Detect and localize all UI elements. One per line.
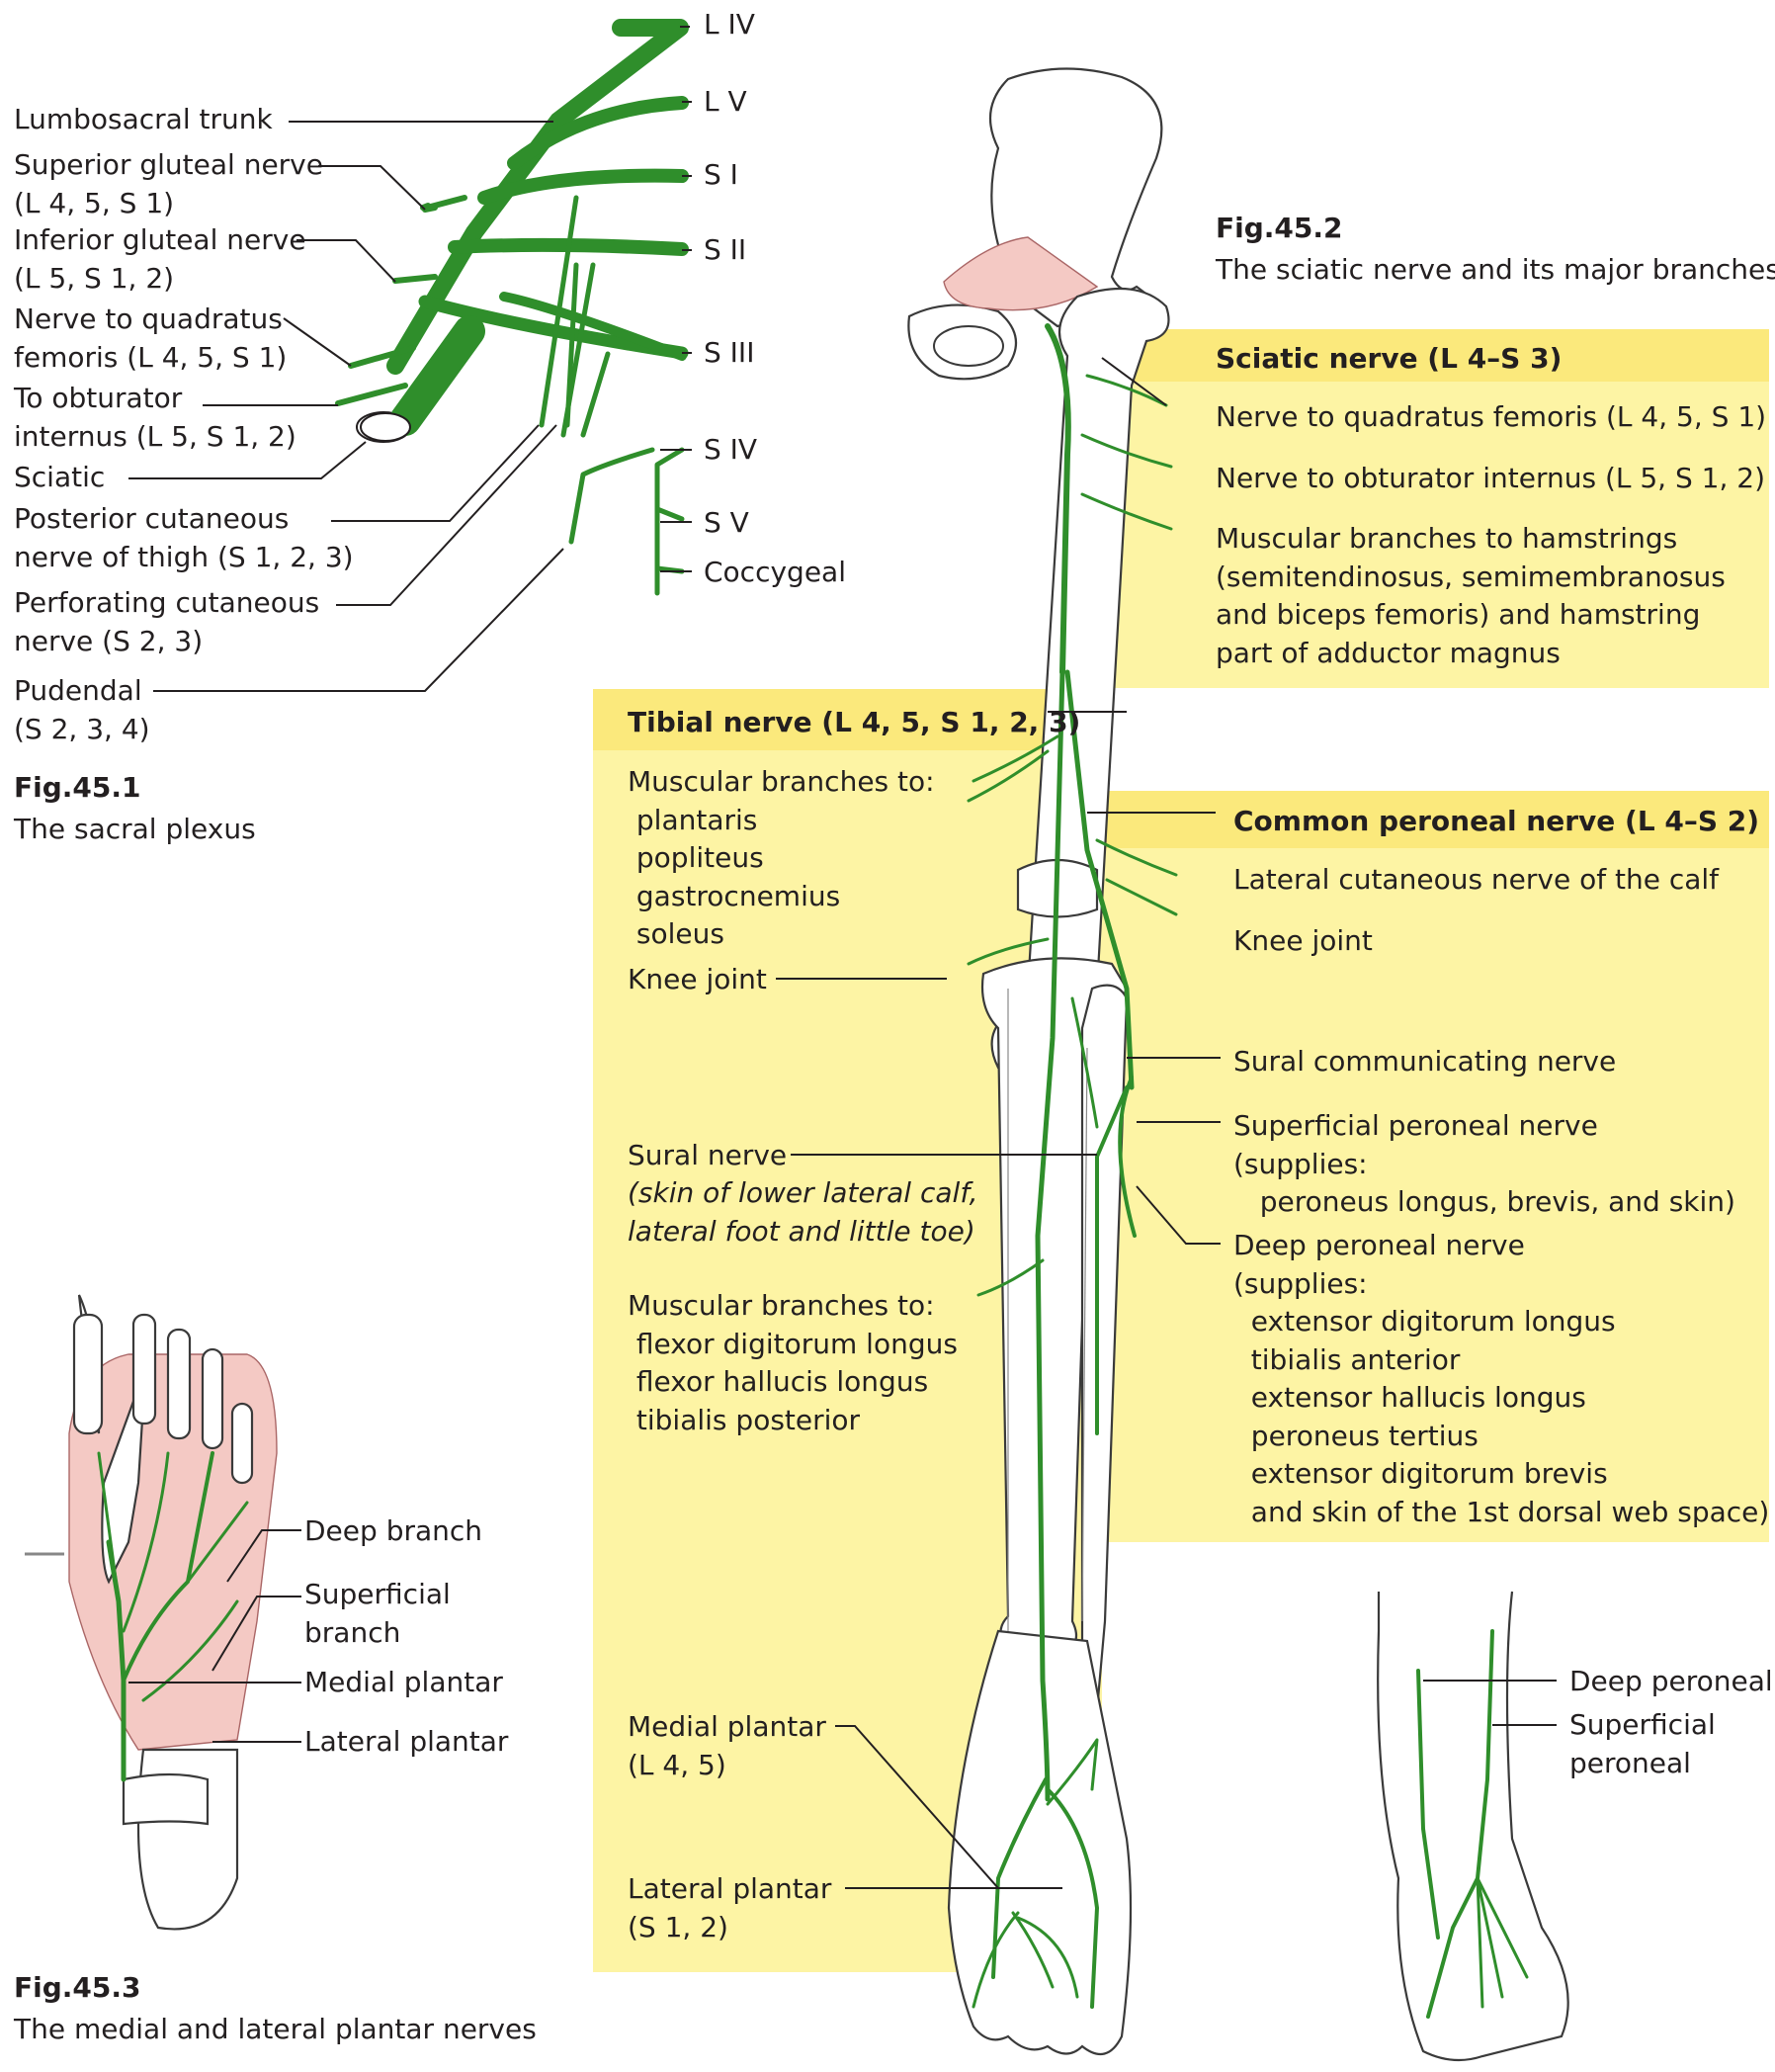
sural-nerve: Sural nerve — [628, 1139, 788, 1171]
root-s2: S II — [704, 233, 747, 266]
plantar-foot-drawing — [25, 1294, 301, 1931]
medial-plantar-label: Medial plantar(L 4, 5) — [628, 1710, 826, 1781]
fig3-caption: The medial and lateral plantar nerves — [14, 2013, 537, 2045]
deep-peroneal: Deep peroneal nerve(supplies: extensor d… — [1233, 1229, 1770, 1528]
label-superior-gluteal: Superior gluteal nerve(L 4, 5, S 1) — [14, 148, 323, 219]
root-s3: S III — [704, 336, 755, 369]
tibial-box-header — [593, 689, 1057, 750]
sciatic-box-header — [1102, 329, 1769, 382]
fig3-number: Fig.45.3 — [14, 1971, 141, 2004]
peroneal-calf: Lateral cutaneous nerve of the calf — [1233, 863, 1720, 896]
peroneal-box — [1057, 791, 1769, 1542]
label-deep-peroneal: Deep peroneal — [1569, 1665, 1773, 1697]
label-inferior-gluteal: Inferior gluteal nerve(L 5, S 1, 2) — [14, 223, 306, 295]
tibial-knee-joint: Knee joint — [628, 963, 767, 995]
sciatic-item-obturator: Nerve to obturator internus (L 5, S 1, 2… — [1216, 462, 1766, 494]
sciatic-item-quadratus: Nerve to quadratus femoris (L 4, 5, S 1) — [1216, 400, 1767, 433]
label-lateral-plantar: Lateral plantar — [304, 1725, 509, 1758]
dorsum-foot-drawing — [1377, 1591, 1569, 2062]
root-l5: L V — [704, 85, 747, 118]
tibial-muscular: Muscular branches to: plantaris popliteu… — [628, 765, 935, 950]
superficial-peroneal: Superficial peroneal nerve(supplies: per… — [1233, 1109, 1735, 1218]
tibial-box-upper — [593, 689, 1057, 1519]
tibial-muscular-2: Muscular branches to: flexor digitorum l… — [628, 1289, 958, 1436]
sciatic-title: Sciatic nerve (L 4–S 3) — [1216, 342, 1563, 375]
root-s4: S IV — [704, 433, 758, 466]
lateral-plantar-label: Lateral plantar(S 1, 2) — [628, 1872, 832, 1943]
sural-nerve-note: (skin of lower lateral calf,lateral foot… — [628, 1176, 978, 1248]
root-l4: L IV — [704, 8, 755, 41]
fig2-caption: The sciatic nerve and its major branches — [1216, 253, 1775, 286]
fig1-caption: The sacral plexus — [14, 813, 256, 845]
peroneal-title: Common peroneal nerve (L 4–S 2) — [1233, 805, 1760, 837]
label-medial-plantar: Medial plantar — [304, 1666, 503, 1698]
tibial-title: Tibial nerve (L 4, 5, S 1, 2, 3) — [628, 706, 1081, 738]
root-s5: S V — [704, 506, 749, 539]
leg-drawing — [776, 67, 1221, 2056]
root-s1: S I — [704, 158, 738, 191]
fig1-number: Fig.45.1 — [14, 771, 141, 804]
label-deep-branch: Deep branch — [304, 1514, 483, 1547]
label-pudendal: Pudendal(S 2, 3, 4) — [14, 674, 150, 745]
label-lumbosacral-trunk: Lumbosacral trunk — [14, 103, 273, 135]
sciatic-item-hamstrings: Muscular branches to hamstrings(semitend… — [1216, 522, 1726, 669]
label-sciatic: Sciatic — [14, 461, 106, 493]
peroneal-box-header — [1057, 791, 1769, 848]
root-coccygeal: Coccygeal — [704, 556, 846, 588]
fig2-number: Fig.45.2 — [1216, 212, 1343, 244]
peroneal-knee-joint: Knee joint — [1233, 924, 1373, 957]
sural-communicating: Sural communicating nerve — [1233, 1045, 1617, 1078]
sacral-plexus-drawing — [128, 19, 692, 692]
sciatic-box — [1102, 329, 1769, 688]
